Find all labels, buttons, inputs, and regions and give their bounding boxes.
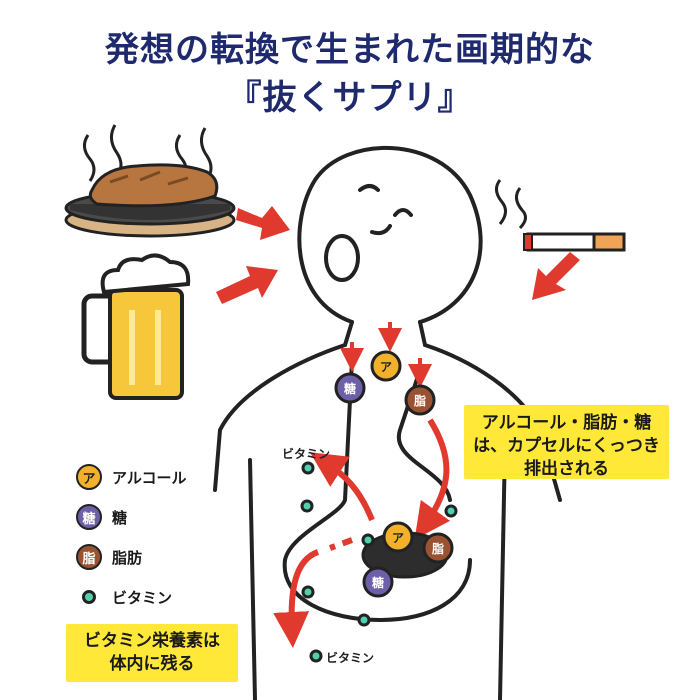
legend-badge-alcohol: ア: [76, 464, 102, 490]
vitamin-label-top: ビタミン: [282, 447, 331, 461]
legend-dot-vitamin: [82, 590, 96, 604]
legend-label-vitamin: ビタミン: [112, 588, 173, 607]
legend-label-alcohol: アルコール: [112, 468, 187, 487]
vitamin-callout-line-2: 体内に残る: [109, 654, 195, 674]
capsule-callout-line-1: アルコール・脂肪・糖: [481, 413, 652, 433]
vitamin-callout: ビタミン栄養素は 体内に残る: [66, 624, 238, 682]
capsule-callout-line-2: は、カプセルにくっつき: [473, 436, 660, 456]
legend-item-fat: 脂 脂肪: [76, 542, 142, 572]
badge-fat-top: 脂: [413, 393, 426, 408]
capsule-callout-line-3: 排出される: [524, 459, 609, 479]
legend-label-sugar: 糖: [112, 508, 128, 527]
vitamin-dots: [300, 461, 458, 663]
legend-badge-sugar: 糖: [76, 504, 102, 530]
intake-arrows: [216, 206, 580, 304]
badge-sugar-capsule: 糖: [372, 575, 384, 590]
throat-arrows: [340, 322, 432, 388]
capsule-icon: ア 脂 糖: [361, 521, 454, 598]
badge-fat-capsule: 脂: [431, 541, 444, 556]
legend-label-fat: 脂肪: [112, 548, 143, 567]
legend-item-vitamin: ビタミン: [76, 582, 172, 612]
vitamin-label-bottom: ビタミン: [326, 651, 375, 665]
flow-arrows: [273, 418, 451, 648]
title-line-2: 『抜くサプリ』: [227, 78, 473, 118]
legend-badge-fat: 脂: [76, 544, 102, 570]
vitamin-callout-line-1: ビタミン栄養素は: [84, 631, 220, 651]
title-line-1: 発想の転換で生まれた画期的な: [105, 30, 595, 70]
steak-icon: [64, 124, 236, 238]
badge-alcohol-capsule: ア: [392, 531, 404, 545]
legend-item-alcohol: ア アルコール: [76, 462, 187, 492]
cigarette-icon: [495, 179, 626, 252]
badge-sugar-top: 糖: [344, 381, 356, 396]
legend-item-sugar: 糖 糖: [76, 502, 127, 532]
badge-alcohol-top: ア: [380, 360, 392, 374]
capsule-callout: アルコール・脂肪・糖 は、カプセルにくっつき 排出される: [464, 405, 669, 479]
beer-mug-icon: [81, 253, 191, 400]
throat-badges: ア 糖 脂: [334, 350, 436, 416]
